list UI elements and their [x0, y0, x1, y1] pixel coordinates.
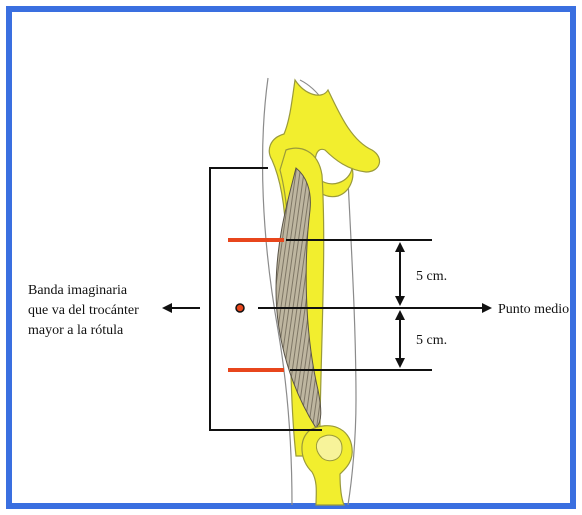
midpoint-dot: [236, 304, 244, 312]
band-label-line1: Banda imaginaria: [28, 283, 128, 298]
band-label-line2: que va del trocánter: [28, 303, 139, 318]
band-label-line3: mayor a la rótula: [28, 323, 124, 338]
upper-distance-label: 5 cm.: [416, 269, 447, 284]
lower-distance-label: 5 cm.: [416, 333, 447, 348]
midpoint-label: Punto medio: [498, 302, 569, 317]
